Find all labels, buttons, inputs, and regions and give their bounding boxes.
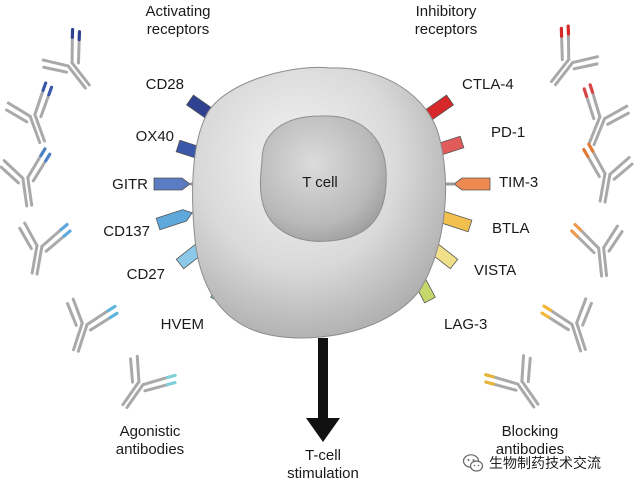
arrow-label-line-1: T-cell <box>305 447 341 464</box>
right-antibody-6 <box>484 354 540 409</box>
blocking-line-1: Blocking <box>501 423 559 440</box>
agonistic-line-2: antibodies <box>115 441 185 458</box>
inhibitory-receptors-heading: Inhibitory receptors <box>378 3 514 39</box>
inhibitory-heading-line-2: receptors <box>414 21 478 38</box>
stimulation-arrow <box>306 338 340 442</box>
receptor-label-ox40: OX40 <box>135 128 174 145</box>
receptor-label-vista: VISTA <box>474 262 517 279</box>
left-antibody-2 <box>5 81 54 145</box>
receptor-label-ctla-4: CTLA-4 <box>462 76 514 93</box>
right-antibody-2 <box>582 83 630 147</box>
wechat-icon <box>462 454 484 472</box>
left-antibody-3 <box>0 147 52 208</box>
arrow-label-line-2: stimulation <box>287 465 359 482</box>
t-cell <box>192 66 447 339</box>
receptor-label-gitr: GITR <box>112 176 148 193</box>
t-cell-stimulation-label: T-cell stimulation <box>268 447 378 483</box>
activating-heading-line-1: Activating <box>145 3 211 20</box>
receptor-label-hvem: HVEM <box>160 316 204 333</box>
inhibitory-heading-line-1: Inhibitory <box>415 3 477 20</box>
activating-receptors-heading: Activating receptors <box>110 3 246 39</box>
blocking-line-2: antibodies <box>495 441 565 458</box>
receptor-label-cd27: CD27 <box>126 266 165 283</box>
receptor-label-lag-3: LAG-3 <box>444 316 488 333</box>
watermark-text: 生物制药技术交流 <box>489 456 601 472</box>
nucleus <box>259 115 387 242</box>
blocking-antibodies-label: Blocking antibodies <box>470 423 590 459</box>
activating-heading-line-2: receptors <box>146 21 210 38</box>
left-antibody-1 <box>41 27 91 90</box>
cell-label: T cell <box>302 174 338 191</box>
right-antibody-1 <box>549 24 600 87</box>
left-antibody-5 <box>66 297 119 353</box>
right-antibody-5 <box>540 297 593 353</box>
receptor-label-btla: BTLA <box>492 220 530 237</box>
watermark: 生物制药技术交流 <box>462 451 601 475</box>
receptor-tim-3 <box>444 177 491 191</box>
receptor-label-tim-3: TIM-3 <box>499 174 539 191</box>
right-antibody-3 <box>582 142 634 204</box>
receptor-label-cd137: CD137 <box>103 223 150 240</box>
left-antibody-6 <box>121 354 177 410</box>
agonistic-line-1: Agonistic <box>119 423 181 440</box>
left-antibody-4 <box>18 221 72 276</box>
receptor-label-pd-1: PD-1 <box>491 124 526 141</box>
antibody-group <box>0 24 634 410</box>
right-antibody-4 <box>570 222 624 278</box>
agonistic-antibodies-label: Agonistic antibodies <box>90 423 210 459</box>
receptor-label-cd28: CD28 <box>145 76 184 93</box>
